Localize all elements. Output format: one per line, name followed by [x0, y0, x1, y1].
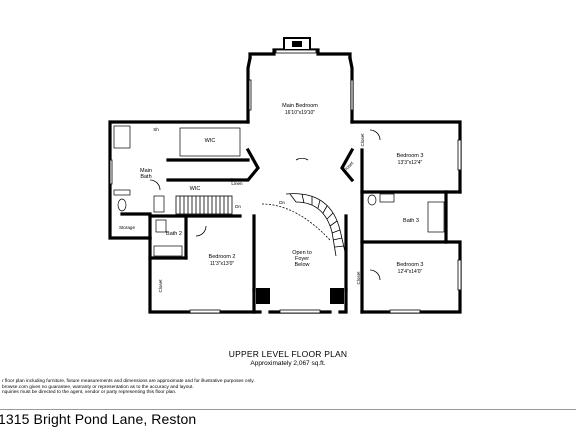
windows: [109, 49, 462, 314]
closet-b2-label: Closet: [158, 279, 163, 293]
main-bedroom-name: Main Bedroom: [282, 103, 318, 109]
shower-label: Sh: [153, 127, 159, 132]
main-bedroom-dims: 16'10"x19'10": [285, 110, 315, 116]
wic-hall-label: WIC: [190, 186, 201, 192]
open-foyer-line3: Below: [295, 262, 310, 268]
wic-main-label: WIC: [205, 138, 216, 144]
bath2-label: Bath 2: [166, 231, 182, 237]
staircase: [175, 193, 347, 257]
dn-label: Dn: [235, 204, 241, 209]
bedroom3a-name: Bedroom 3: [397, 153, 424, 159]
disclaimer: r floor plan including furniture, fixtur…: [2, 379, 422, 396]
disclaimer-line: nquiries must be directed to the agent, …: [2, 390, 177, 396]
closet-top-label: Closet: [360, 133, 365, 147]
bedroom2-dims: 11'3"x13'0": [210, 261, 234, 267]
storage-label: Storage: [119, 225, 136, 230]
bedroom3b-dims: 12'4"x14'0": [398, 269, 423, 275]
bath-fixtures: [113, 125, 445, 257]
closet-b3b-label: Closet: [356, 271, 361, 285]
open-foyer-line1: Open to: [292, 250, 312, 256]
bedroom3a-dims: 13'3"x12'4": [398, 160, 423, 166]
doors: [149, 129, 381, 281]
plan-area: Approximately 2,067 sq.ft.: [250, 360, 326, 367]
dn-foyer-label: Dn: [279, 200, 285, 205]
bedroom2-name: Bedroom 2: [209, 254, 236, 260]
plan-title: UPPER LEVEL FLOOR PLAN: [228, 349, 348, 359]
property-address: 1315 Bright Pond Lane, Reston: [0, 411, 197, 427]
open-foyer-line2: Foyer: [295, 256, 309, 262]
interior-walls: [120, 147, 448, 314]
disclaimer-line: r floor plan including furniture, fixtur…: [2, 379, 255, 384]
main-bath-line1: Main: [140, 168, 152, 174]
main-bath-line2: Bath: [140, 174, 151, 180]
bedroom3b-name: Bedroom 3: [397, 262, 424, 268]
linen-label: Linen: [231, 181, 243, 186]
disclaimer-line: browse.com gives no guarantee, warranty …: [2, 384, 194, 390]
floor-plan: Main Bedroom 16'10"x19'10" WIC Sh Main B…: [108, 37, 462, 314]
divider: [0, 409, 576, 410]
bath3-label: Bath 3: [403, 218, 419, 224]
